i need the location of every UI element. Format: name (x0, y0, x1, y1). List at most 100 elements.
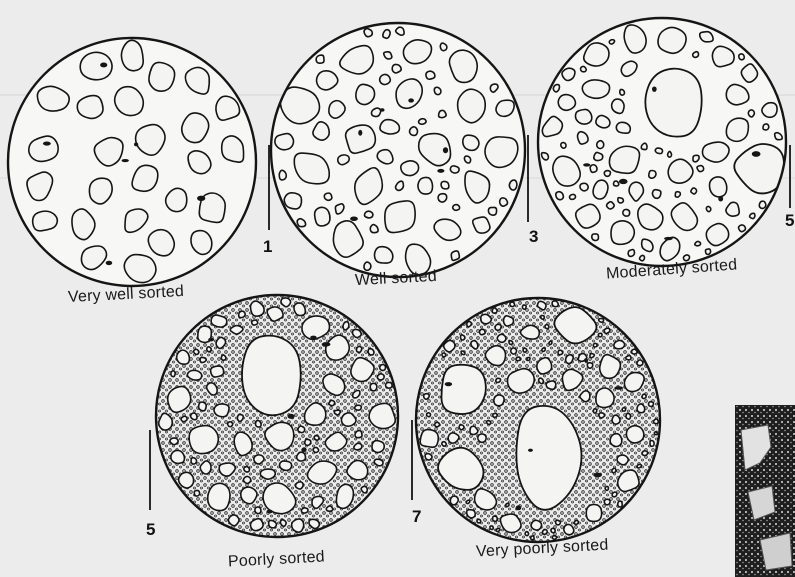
grain (159, 413, 173, 430)
dark-grain (718, 196, 723, 201)
grain (652, 190, 660, 199)
grain (297, 219, 305, 227)
grain (448, 433, 459, 443)
grain (301, 508, 308, 513)
sorting-circle-moderately-sorted (538, 18, 786, 266)
grain (171, 371, 175, 377)
grain (392, 64, 401, 73)
dark-grain (614, 386, 623, 389)
dark-grain (350, 217, 358, 221)
grain (763, 124, 769, 130)
grain (691, 188, 697, 194)
grain (451, 251, 459, 261)
grain (642, 394, 646, 398)
grain (324, 193, 332, 200)
grain (385, 201, 415, 233)
dark-grain (322, 342, 331, 346)
dark-grain (583, 163, 590, 166)
grain (541, 315, 545, 319)
grain (739, 54, 744, 60)
dark-grain (437, 169, 444, 173)
grain (545, 325, 549, 329)
grain (620, 89, 625, 95)
grain (187, 370, 201, 380)
grain (612, 492, 617, 497)
grain (442, 353, 446, 357)
grain (658, 27, 686, 53)
grain (440, 43, 447, 51)
grain (355, 431, 362, 438)
grain (194, 349, 199, 354)
dark-grain (287, 414, 294, 419)
grain (356, 84, 375, 104)
grain (580, 183, 588, 191)
grain (80, 52, 112, 79)
photo-fragment (735, 405, 795, 577)
grain (354, 443, 362, 450)
grain (493, 516, 498, 521)
dark-grain (302, 447, 307, 452)
grain (241, 487, 257, 504)
grain (495, 324, 501, 330)
grain (522, 305, 526, 309)
grain (739, 225, 746, 232)
grain (477, 519, 481, 522)
grain (269, 520, 277, 527)
grain (593, 180, 608, 199)
grain (650, 441, 654, 447)
grain-large (441, 365, 485, 414)
grain (364, 211, 372, 218)
grain (211, 315, 227, 327)
sorting-circle-very-poorly-sorted (416, 298, 660, 542)
grain (466, 500, 470, 503)
dark-grain (752, 151, 761, 157)
grain (239, 311, 246, 317)
grain (500, 198, 508, 206)
grain (705, 249, 710, 255)
grain (618, 198, 624, 203)
sorting-circle-very-well-sorted (8, 38, 256, 286)
grain (614, 181, 619, 186)
grain (334, 410, 340, 415)
grain (596, 388, 614, 408)
grain (628, 250, 634, 257)
grain (279, 170, 286, 180)
grain (623, 209, 630, 216)
grain (211, 366, 224, 377)
grain (386, 382, 393, 388)
grain (199, 402, 207, 411)
grain (370, 225, 378, 233)
grain (260, 469, 275, 479)
dark-grain (619, 179, 628, 184)
grain (586, 504, 601, 521)
grain (523, 348, 527, 352)
grain (511, 348, 517, 354)
grain (384, 52, 392, 59)
sorting-circle-poorly-sorted (156, 295, 398, 537)
grain (121, 40, 143, 71)
grain (488, 207, 496, 215)
grain (632, 349, 637, 354)
grain (492, 308, 497, 313)
grain (626, 426, 643, 443)
grain (467, 321, 472, 326)
grain (617, 455, 628, 465)
grain (582, 80, 609, 98)
grain (194, 490, 199, 496)
grain (369, 403, 395, 428)
grain (380, 365, 386, 371)
grain (556, 192, 564, 200)
grain (654, 419, 659, 424)
grain (637, 404, 645, 413)
grain (401, 161, 419, 176)
grain (700, 32, 713, 42)
grain (280, 461, 292, 470)
grain (424, 394, 430, 400)
grain (561, 143, 566, 149)
grain (374, 459, 383, 466)
grain (355, 405, 362, 410)
dark-grain (593, 473, 602, 478)
grain (368, 349, 374, 355)
grain (542, 348, 546, 351)
grain (549, 341, 552, 344)
